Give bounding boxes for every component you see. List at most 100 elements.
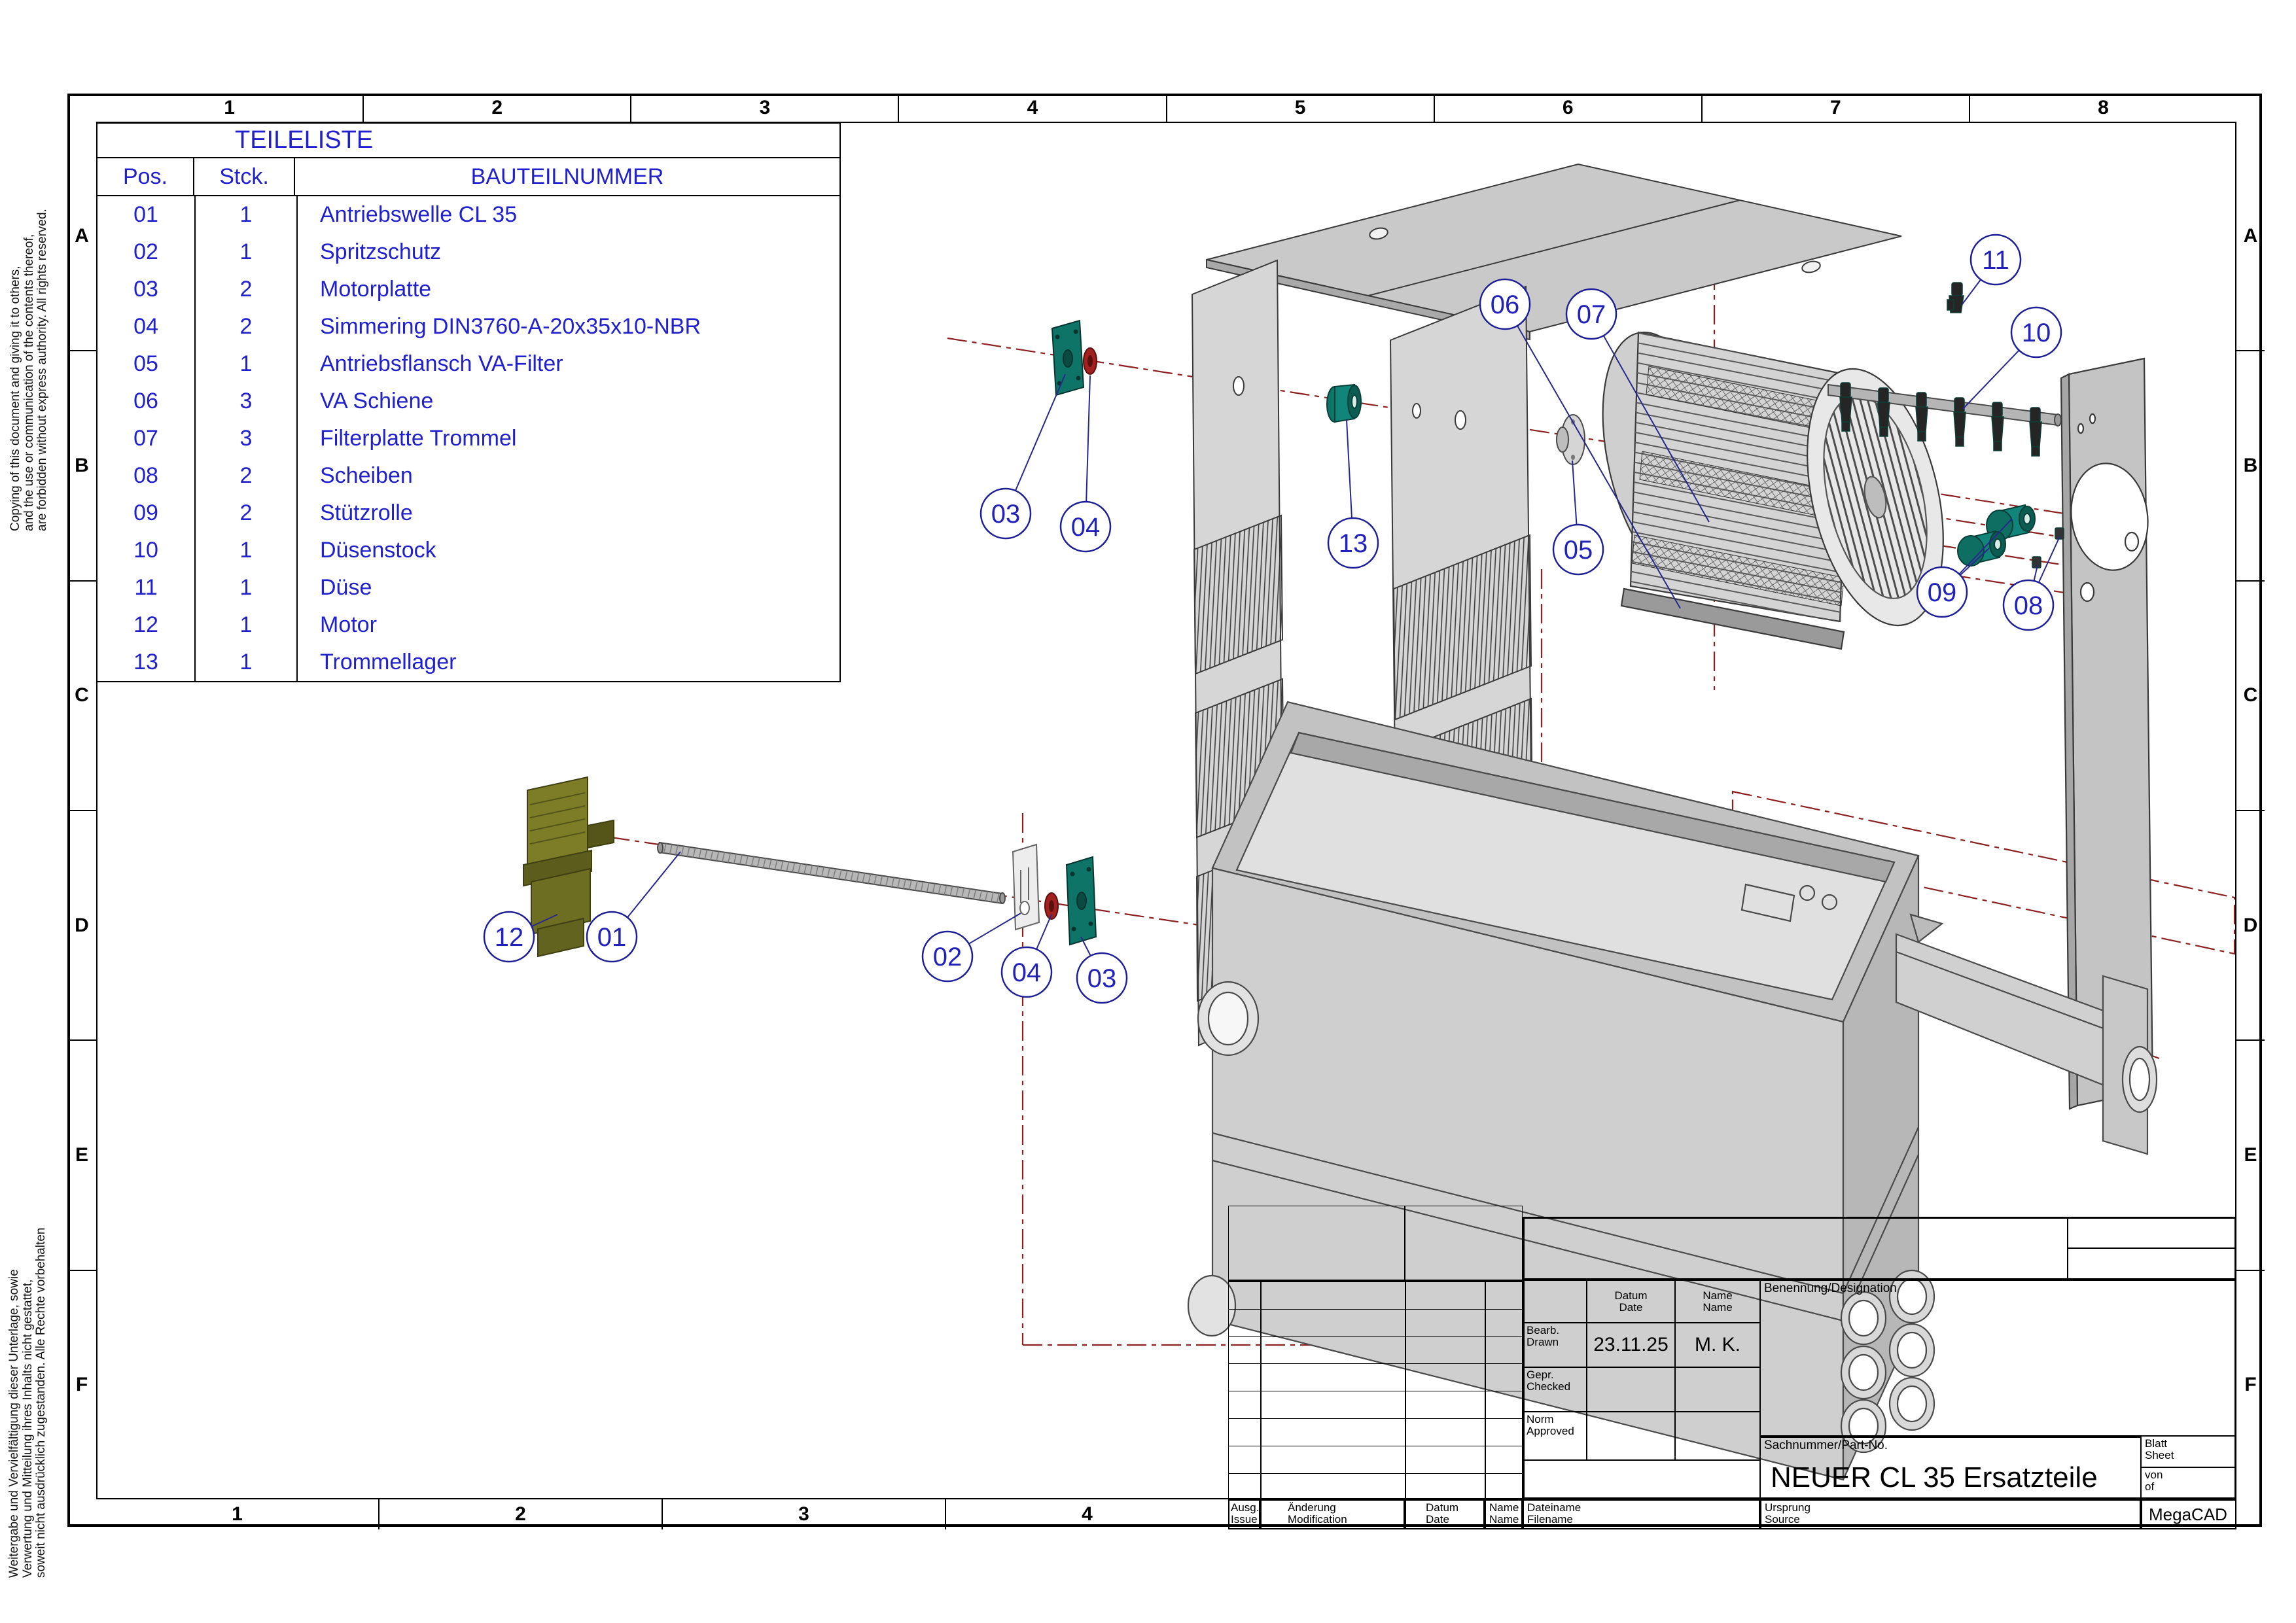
tank bbox=[1187, 701, 2158, 1481]
tb-aenderung-label: Änderung Modification bbox=[1260, 1499, 1405, 1529]
antriebswelle-shaft bbox=[657, 841, 1006, 905]
grid-row-right-F: F bbox=[2244, 1374, 2257, 1396]
grid-col-8: 8 bbox=[2098, 96, 2109, 118]
grid-row-left-A: A bbox=[67, 122, 96, 352]
part-name: Düse bbox=[320, 575, 372, 600]
nozzle-3 bbox=[1915, 392, 1928, 442]
grid-col-2: 2 bbox=[364, 94, 632, 122]
part-qty: 3 bbox=[196, 420, 298, 457]
cover-plate-split bbox=[1368, 200, 1740, 296]
main-title-block-outline bbox=[1523, 1217, 2236, 1499]
balloon-label-04: 04 bbox=[1012, 958, 1042, 987]
grid-row-right-C: C bbox=[2236, 582, 2265, 811]
balloon-label-05: 05 bbox=[1564, 536, 1593, 565]
part-qty: 1 bbox=[196, 345, 298, 383]
grid-row-right-A: A bbox=[2236, 122, 2265, 352]
scheiben-discs bbox=[2032, 527, 2064, 568]
col-header-qty: Stck. bbox=[194, 158, 295, 195]
revision-row bbox=[1229, 1337, 1522, 1365]
grid-col-4: 4 bbox=[899, 94, 1167, 122]
nozzle-5 bbox=[1991, 402, 2004, 451]
nozzle-1 bbox=[1839, 382, 1852, 432]
tb-blatt-cell: Blatt Sheet bbox=[2141, 1436, 2236, 1467]
grid-col-bottom-1: 1 bbox=[96, 1499, 380, 1529]
balloon-label-03: 03 bbox=[991, 500, 1021, 529]
revision-row bbox=[1229, 1474, 1522, 1501]
part-pos: 01 bbox=[97, 196, 196, 234]
part-name: Simmering DIN3760-A-20x35x10-NBR bbox=[320, 314, 701, 339]
tb-empty-top-left bbox=[1523, 1217, 2068, 1279]
cover-hole-2 bbox=[1801, 260, 1821, 273]
part-name: Antriebswelle CL 35 bbox=[320, 202, 518, 227]
grid-col-1: 1 bbox=[96, 94, 364, 122]
part-qty: 1 bbox=[196, 569, 298, 606]
tank-outlet-chute bbox=[1895, 913, 2158, 1155]
part-name: Scheiben bbox=[320, 463, 413, 488]
part-pos: 13 bbox=[97, 644, 196, 681]
balloon-label-08: 08 bbox=[2014, 591, 2043, 620]
balloon-03 bbox=[1076, 952, 1128, 1004]
part-name: Antriebsflansch VA-Filter bbox=[320, 351, 563, 376]
tb-megacad: MegaCAD bbox=[2141, 1499, 2236, 1529]
balloon-label-12: 12 bbox=[495, 923, 524, 952]
balloon-05 bbox=[1552, 523, 1604, 576]
tb-name2-label: Name Name bbox=[1485, 1499, 1523, 1529]
part-qty: 3 bbox=[196, 383, 298, 420]
grid-col-5: 5 bbox=[1167, 94, 1435, 122]
motorplatte-lower bbox=[1065, 856, 1097, 946]
revision-row bbox=[1229, 1364, 1522, 1392]
tb-norm-label: Norm Approved bbox=[1523, 1412, 1587, 1460]
balloon-label-10: 10 bbox=[2022, 319, 2051, 347]
part-qty: 2 bbox=[196, 495, 298, 532]
nozzle-6 bbox=[2029, 407, 2042, 457]
tb-gepr-date bbox=[1587, 1367, 1675, 1412]
nozzle-4 bbox=[1953, 397, 1966, 447]
part-qty: 1 bbox=[196, 606, 298, 644]
plate2-hole-2 bbox=[1412, 403, 1421, 419]
plate2-hole bbox=[1455, 410, 1466, 430]
balloon-label-07: 07 bbox=[1577, 300, 1606, 329]
grid-row-left-F: F bbox=[75, 1374, 88, 1396]
tb-datum2-label: Datum Date bbox=[1405, 1499, 1485, 1529]
part-qty: 2 bbox=[196, 457, 298, 495]
grid-col-bottom-3: 3 bbox=[663, 1499, 946, 1529]
grid-col-3: 3 bbox=[631, 94, 900, 122]
part-pos: 05 bbox=[97, 345, 196, 383]
part-qty: 1 bbox=[196, 234, 298, 271]
leader-line-07 bbox=[1591, 313, 1710, 523]
main-axis-centerline bbox=[947, 337, 2127, 525]
tb-benennung-cell: Benennung/Designation bbox=[1760, 1279, 2236, 1436]
tb-gepr-label: Gepr. Checked bbox=[1523, 1367, 1587, 1412]
tb-header-name: Name Name bbox=[1675, 1279, 1760, 1323]
revision-table bbox=[1228, 1280, 1523, 1501]
balloon-11 bbox=[1969, 234, 2022, 286]
part-qty: 1 bbox=[196, 196, 298, 234]
duese-nozzle bbox=[1947, 282, 1964, 313]
balloon-label-11: 11 bbox=[1982, 246, 2009, 275]
grid-col-6: 6 bbox=[1435, 94, 1703, 122]
rim-hole-2 bbox=[1821, 894, 1838, 911]
parts-list-header: Pos. Stck. BAUTEILNUMMER bbox=[97, 158, 839, 196]
revision-divider-3 bbox=[1485, 1280, 1486, 1499]
part-pos: 10 bbox=[97, 532, 196, 569]
grid-row-left-E: E bbox=[67, 1041, 96, 1271]
tb-header-spacer bbox=[1523, 1279, 1587, 1323]
balloon-07 bbox=[1565, 288, 1617, 340]
part-name: Düsenstock bbox=[320, 538, 436, 563]
trommellager-bearing bbox=[1326, 383, 1362, 423]
sachnummer-label: Sachnummer/Part-No. bbox=[1764, 1439, 1888, 1452]
balloon-label-09: 09 bbox=[1928, 578, 1957, 607]
tb-bearb-label: Bearb. Drawn bbox=[1523, 1323, 1587, 1367]
part-name: Trommellager bbox=[320, 650, 457, 674]
motor-gearbox-foot bbox=[537, 917, 584, 958]
